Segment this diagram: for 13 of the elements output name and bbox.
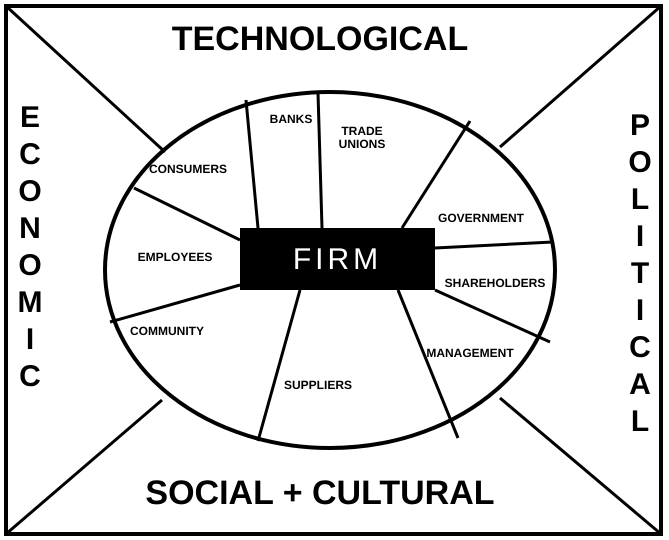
stakeholder-label: MANAGEMENT xyxy=(420,340,520,368)
firm-box: FIRM xyxy=(240,228,435,290)
stakeholder-label: SHAREHOLDERS xyxy=(437,270,553,298)
environment-label: TECHNOLOGICAL xyxy=(150,14,490,66)
stakeholder-label: EMPLOYEES xyxy=(116,244,234,272)
environment-label: SOCIAL + CULTURAL xyxy=(95,466,545,522)
stakeholder-label: COMMUNITY xyxy=(112,318,222,346)
stakeholder-label: CONSUMERS xyxy=(132,156,244,184)
stakeholder-label: SUPPLIERS xyxy=(268,372,368,400)
stakeholder-label: TRADE UNIONS xyxy=(326,108,398,168)
environment-label: POLITICAL xyxy=(618,30,662,520)
environment-label: ECONOMIC xyxy=(8,14,52,484)
stakeholder-label: BANKS xyxy=(262,106,320,134)
